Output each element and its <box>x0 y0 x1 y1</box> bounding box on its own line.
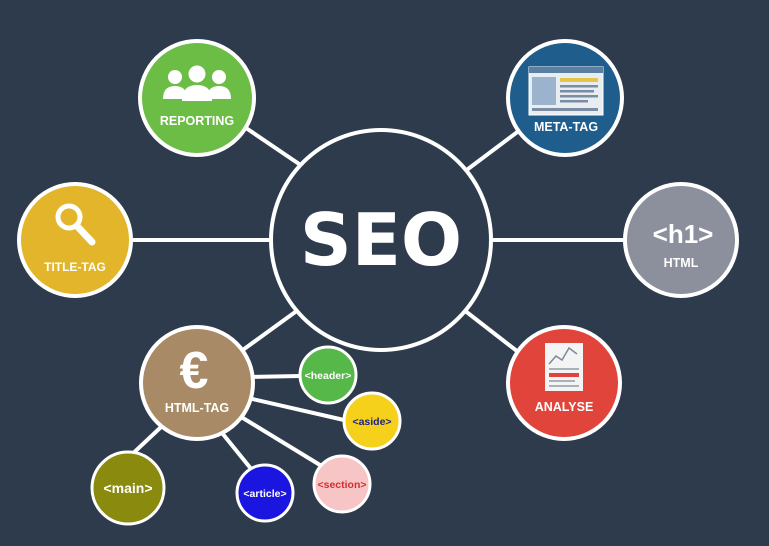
tag-article-label: <article> <box>243 488 286 500</box>
magnifier-icon <box>55 203 96 246</box>
seo-title: SEO <box>300 198 462 282</box>
tag-article: <article> <box>235 463 295 523</box>
tag-main: <main> <box>90 450 166 526</box>
connector-header <box>248 374 302 379</box>
meta-tag-label: META-TAG <box>534 120 598 134</box>
tag-section-label: <section> <box>317 479 366 491</box>
report-icon <box>545 343 583 391</box>
connector-aside <box>246 396 346 422</box>
html-node: <h1> HTML <box>623 182 739 298</box>
users-icon <box>163 65 231 101</box>
tag-header: <header> <box>298 345 358 405</box>
title-tag-label: TITLE-TAG <box>44 260 106 274</box>
h1-glyph-icon: <h1> <box>653 219 714 249</box>
connector-analyse <box>462 308 524 357</box>
connector-article <box>216 426 254 472</box>
html-tag-label: HTML-TAG <box>165 401 229 415</box>
connectors <box>126 126 627 472</box>
tag-header-label: <header> <box>305 370 352 382</box>
connector-reporting <box>244 126 307 170</box>
reporting-node: REPORTING <box>138 39 256 157</box>
connector-section <box>236 413 322 467</box>
title-tag-node: TITLE-TAG <box>17 182 133 298</box>
html-tag-node: € HTML-TAG <box>139 325 255 441</box>
analyse-label: ANALYSE <box>535 400 594 414</box>
tag-aside: <aside> <box>342 391 402 451</box>
connector-html-tag <box>238 308 300 354</box>
euro-icon: € <box>180 342 209 400</box>
connector-meta-tag <box>462 128 522 174</box>
tag-aside-label: <aside> <box>352 416 391 428</box>
html-label: HTML <box>664 256 699 270</box>
analyse-node: ANALYSE <box>506 325 622 441</box>
webpage-icon <box>528 66 604 116</box>
tag-main-label: <main> <box>103 480 152 496</box>
meta-tag-node: META-TAG <box>506 39 624 157</box>
reporting-label: REPORTING <box>160 114 234 128</box>
seo-hub: SEO <box>269 128 493 352</box>
tag-section: <section> <box>312 454 372 514</box>
